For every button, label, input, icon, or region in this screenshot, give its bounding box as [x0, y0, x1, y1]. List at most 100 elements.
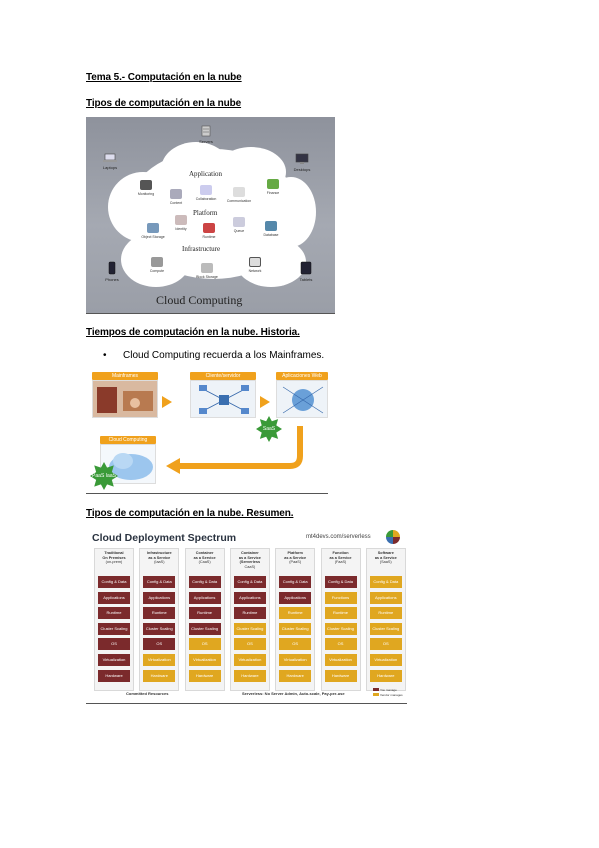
- item-label: Queue: [233, 229, 245, 233]
- queue-item: Queue: [224, 217, 254, 233]
- phone-icon: [108, 261, 116, 275]
- stage-label: Aplicaciones Web: [276, 372, 328, 380]
- header-line: CaaS): [244, 564, 256, 569]
- object-storage-item: Object Storage: [138, 223, 168, 239]
- stage-label: Cliente/servidor: [190, 372, 256, 380]
- layer-cell: OS: [279, 638, 312, 651]
- desktop-icon: [295, 153, 309, 164]
- item-label: Content: [169, 201, 183, 205]
- layer-cell: Config & Data: [369, 576, 402, 589]
- layer-cell: Hardware: [324, 669, 357, 682]
- layer-cell: Cluster Scaling: [324, 622, 357, 635]
- item-label: Monitoring: [137, 192, 155, 196]
- layer-cell: Hardware: [233, 669, 266, 682]
- bullet-text: Cloud Computing recuerda a los Mainframe…: [123, 350, 325, 361]
- object-storage-icon: [147, 223, 159, 233]
- legend-label-you: You manage: [380, 688, 397, 692]
- layer-cell: Hardware: [369, 669, 402, 682]
- device-label: Phones: [105, 277, 119, 282]
- layer-cell: Virtualization: [233, 653, 266, 667]
- layer-cell: OS: [233, 638, 266, 651]
- committed-resources-label: Committed Resources: [126, 691, 169, 696]
- arrow-right-icon: [260, 396, 270, 408]
- header-line: (IaaS): [154, 560, 165, 564]
- identity-icon: [175, 215, 187, 225]
- document-title: Tema 5.- Computación en la nube: [86, 72, 242, 83]
- tablet-icon: [300, 261, 312, 275]
- bullet-item: • Cloud Computing recuerda a los Mainfram…: [103, 350, 324, 361]
- item-label: Network: [248, 269, 262, 273]
- mainframe-photo: [92, 380, 158, 418]
- layer-cell: Applications: [279, 591, 312, 604]
- item-label: Database: [263, 233, 279, 237]
- section-heading-history: Tiempos de computación en la nube. Histo…: [86, 327, 300, 338]
- section-heading-summary: Tipos de computación en la nube. Resumen…: [86, 508, 294, 519]
- layer-cell: Hardware: [188, 669, 221, 682]
- return-arrow-icon: [166, 426, 303, 474]
- layer-cell: Runtime: [98, 607, 130, 620]
- network-item: Network: [240, 257, 270, 273]
- phones-device: Phones: [92, 261, 132, 282]
- stage-label: Mainframes: [92, 372, 158, 380]
- server-icon: [201, 125, 211, 137]
- laptop-icon: [103, 153, 117, 162]
- header-line: Infrastructure: [146, 551, 172, 555]
- layer-platform: Platform: [193, 209, 218, 217]
- section-heading-types: Tipos de computación en la nube: [86, 98, 242, 109]
- layer-cell: Cluster Scaling: [279, 622, 312, 635]
- layer-cell: Cluster Scaling: [233, 622, 266, 635]
- layer-cell: Virtualization: [143, 653, 176, 667]
- layer-cell: Cluster Scaling: [143, 622, 176, 635]
- pinwheel-logo-icon: [386, 530, 400, 544]
- header-line: as a Service: [238, 555, 261, 560]
- layer-cell: Virtualization: [369, 653, 402, 667]
- database-icon: [265, 221, 277, 231]
- identity-item: Identity: [166, 215, 196, 231]
- communication-icon: [233, 187, 245, 197]
- compute-item: Compute: [142, 257, 172, 273]
- layer-cell: Hardware: [143, 669, 176, 682]
- compute-icon: [151, 257, 163, 267]
- spectrum-url: mt4devs.com/serverless: [306, 534, 371, 540]
- web-apps-diagram: [276, 380, 328, 418]
- stage-label: Cloud Computing: [100, 436, 156, 444]
- paas-iaas-badge: PaaS IaaS: [90, 462, 118, 490]
- layer-cell: Runtime: [324, 607, 357, 620]
- header-line: Platform: [287, 551, 303, 555]
- layer-cell: Config & Data: [98, 576, 130, 589]
- header-line: (on-prem): [105, 560, 123, 564]
- figure-rule: [86, 313, 335, 314]
- layer-cell: OS: [98, 638, 130, 651]
- header-line: (CaaS): [198, 560, 211, 564]
- figure-rule: [86, 703, 407, 704]
- cloud-computing-figure: Servers Laptops Desktops Phones Tablets …: [86, 117, 335, 314]
- header-line: Software: [377, 551, 394, 555]
- layer-cell: Cluster Scaling: [188, 622, 221, 635]
- layer-cell: Virtualization: [98, 653, 130, 667]
- serverless-label: Serverless: No Server Admin, Auto-scale,…: [242, 691, 345, 696]
- layer-cell: OS: [369, 638, 402, 651]
- device-label: Desktops: [293, 167, 311, 172]
- layer-cell: Functions: [324, 591, 357, 604]
- header-line: Container: [241, 551, 259, 555]
- collaboration-item: Collaboration: [191, 185, 221, 201]
- layer-cell: Config & Data: [188, 576, 221, 589]
- spectrum-title: Cloud Deployment Spectrum: [92, 532, 237, 544]
- finance-item: Finance: [258, 179, 288, 195]
- laptops-device: Laptops: [90, 153, 130, 170]
- layer-cell: Runtime: [143, 607, 176, 620]
- layer-cell: OS: [188, 638, 221, 651]
- item-label: Compute: [149, 269, 165, 273]
- bullet-icon: •: [103, 350, 107, 361]
- header-line: as a Service: [374, 555, 397, 560]
- layer-cell: Cluster Scaling: [369, 622, 402, 635]
